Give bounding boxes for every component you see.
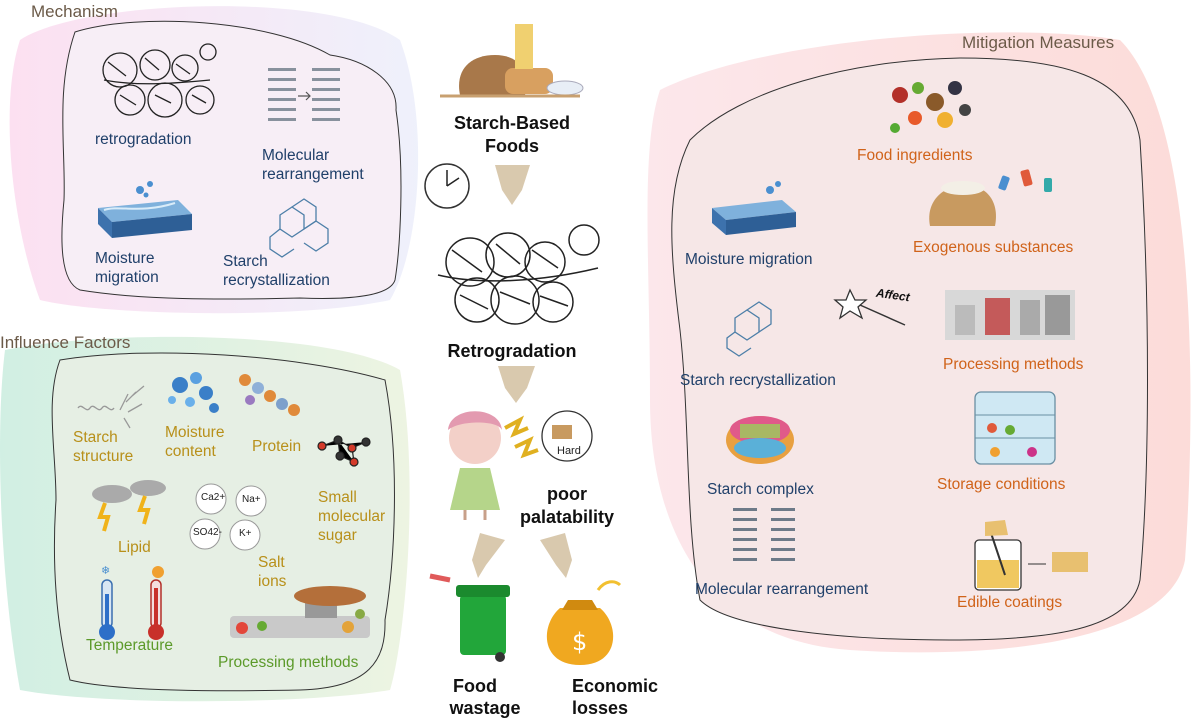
svg-text:$: $ — [572, 628, 587, 656]
protein-icon — [239, 374, 300, 416]
flow-losses-2: losses — [571, 698, 629, 718]
mechanism-title: Mechanism — [31, 2, 118, 21]
miti-processing-label: Processing methods — [943, 356, 1084, 373]
flow-poor-1: poor — [547, 484, 587, 504]
mitigation-title: Mitigation Measures — [962, 33, 1115, 52]
clock-icon — [424, 163, 470, 209]
hard-bread-icon — [541, 410, 593, 462]
magic-wand-icon — [833, 288, 906, 326]
arrow-down-1 — [495, 165, 530, 205]
miti-recrystal-label: Starch recrystallization — [680, 372, 836, 389]
molecular-rearrangement-miti-icon — [733, 508, 795, 561]
arrow-down-left — [472, 533, 505, 578]
infl-protein: Protein — [252, 438, 302, 455]
refrigerator-icon — [974, 391, 1056, 465]
retrogradation-main-icon — [437, 224, 600, 325]
infl-small-sugar-3: sugar — [318, 527, 357, 544]
starch-foods-icon — [440, 24, 584, 98]
miti-exogenous-label: Exogenous substances — [913, 239, 1074, 256]
processing-methods-miti-icon — [945, 290, 1075, 340]
ion-ca: Ca2+ — [201, 492, 226, 503]
miti-moisture-label: Moisture migration — [685, 251, 813, 268]
moisture-content-icon — [168, 372, 219, 413]
mech-recrystal-label-1: Starch — [223, 253, 268, 270]
ion-so4: SO42- — [193, 527, 222, 538]
thermometer-hot-icon — [148, 566, 164, 640]
thermometer-cold-icon: ❄ — [99, 564, 115, 640]
edible-coatings-icon — [974, 520, 1088, 591]
infl-temperature: Temperature — [86, 637, 174, 654]
hard-label: Hard — [557, 445, 581, 457]
flow-foods-1: Starch-Based — [453, 113, 571, 133]
miti-food-ingredients-label: Food ingredients — [857, 147, 973, 164]
money-bag-icon: $ — [546, 580, 622, 665]
infl-starch-structure-1: Starch — [73, 429, 118, 446]
ion-k: K+ — [239, 528, 252, 539]
mitigation-region — [671, 57, 1148, 641]
miti-coatings-label: Edible coatings — [957, 594, 1063, 611]
moisture-migration-icon-miti — [712, 181, 796, 235]
molecular-rearrangement-icon — [268, 68, 340, 121]
mech-retrogradation-label: retrogradation — [95, 131, 192, 148]
retrogradation-network-icon — [102, 43, 217, 118]
miti-complex-label: Starch complex — [707, 481, 814, 498]
infl-small-sugar-1: Small — [318, 489, 357, 506]
flow-wastage-2: wastage — [449, 698, 521, 718]
lipid-icon — [92, 480, 166, 532]
processing-methods-influence-icon — [230, 586, 370, 638]
miti-rearrange-label: Molecular rearrangement — [695, 581, 869, 598]
infl-processing: Processing methods — [218, 654, 359, 671]
mech-moisture-label-2: migration — [95, 269, 159, 286]
infl-salt-2: ions — [258, 573, 287, 590]
flow-retrogradation: Retrogradation — [447, 341, 577, 361]
svg-text:❄: ❄ — [101, 564, 110, 577]
flow-losses-1: Economic — [571, 676, 659, 696]
starch-complex-icon — [726, 416, 794, 464]
starch-recrystallization-icon-miti — [726, 301, 772, 357]
mech-recrystal-label-2: recrystallization — [223, 272, 330, 289]
exogenous-substances-icon — [929, 169, 1052, 226]
infl-small-sugar-2: molecular — [318, 508, 386, 525]
flow-foods-2: Foods — [485, 136, 539, 156]
mech-molecular-label-1: Molecular — [262, 147, 330, 164]
food-ingredients-icon — [890, 81, 971, 133]
flow-wastage-1: Food — [453, 676, 497, 696]
trash-bin-icon — [429, 573, 510, 662]
starch-structure-icon — [77, 385, 145, 429]
infl-lipid: Lipid — [118, 539, 151, 556]
infl-starch-structure-2: structure — [73, 448, 134, 465]
influence-title: Influence Factors — [0, 333, 131, 352]
small-sugar-icon — [317, 435, 371, 467]
moisture-migration-icon-mech — [98, 181, 192, 238]
infl-moisture-content-2: content — [165, 443, 216, 460]
lightning-icon — [504, 415, 539, 459]
salt-ions-icon — [189, 483, 267, 551]
infl-moisture-content-1: Moisture — [165, 424, 225, 441]
mech-molecular-label-2: rearrangement — [262, 166, 364, 183]
ion-na: Na+ — [242, 494, 261, 505]
mech-moisture-label-1: Moisture — [95, 250, 155, 267]
arrow-down-right — [540, 533, 572, 578]
miti-storage-label: Storage conditions — [937, 476, 1066, 493]
girl-icon — [448, 411, 502, 520]
starch-recrystallization-icon-mech — [269, 198, 329, 258]
arrow-down-2 — [498, 366, 535, 403]
flow-poor-2: palatability — [519, 507, 615, 527]
infl-salt-1: Salt — [258, 554, 285, 571]
